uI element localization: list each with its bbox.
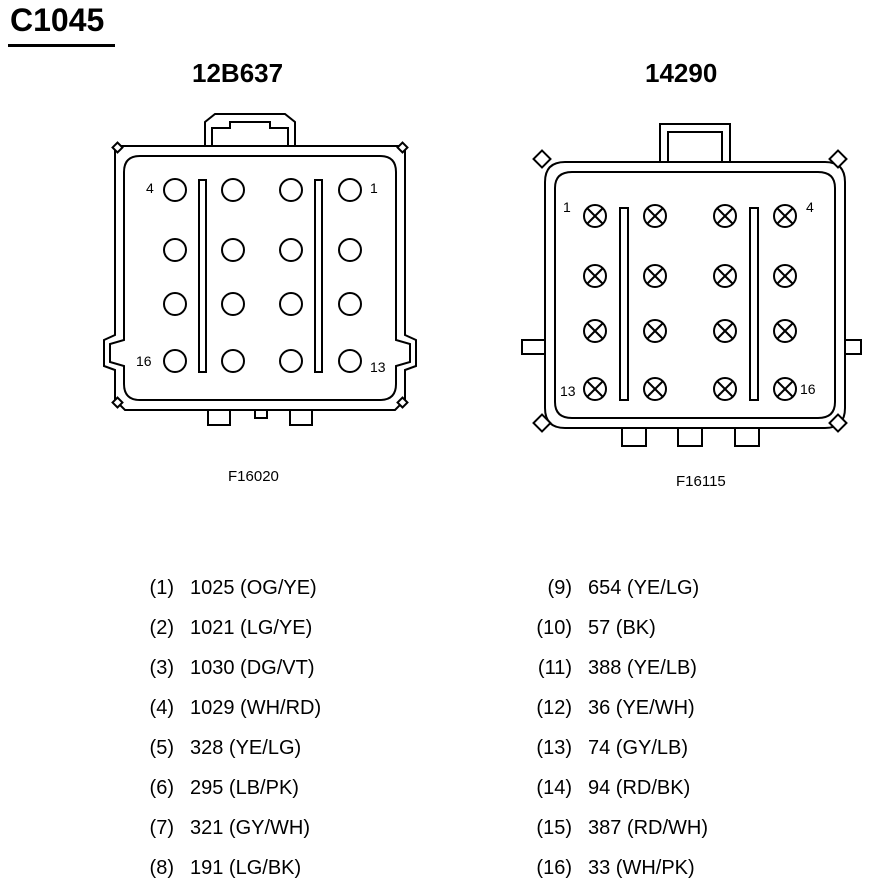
right-corner-label-bl: 13 bbox=[560, 383, 576, 399]
left-corner-label-tr: 1 bbox=[370, 180, 378, 196]
pin-terminal bbox=[643, 377, 667, 401]
pin-socket bbox=[221, 238, 245, 262]
left-figure-id: F16020 bbox=[228, 468, 279, 485]
right-corner-label-tr: 4 bbox=[806, 199, 814, 215]
pin-terminal bbox=[713, 377, 737, 401]
pin-terminal bbox=[643, 264, 667, 288]
pin-circuit: 1021 (LG/YE) bbox=[190, 617, 313, 639]
pin-terminal bbox=[713, 204, 737, 228]
pin-number: (4) bbox=[149, 697, 174, 719]
pin-number: (10) bbox=[536, 617, 572, 639]
pin-socket bbox=[279, 349, 303, 373]
left-connector-pins bbox=[163, 178, 362, 373]
pin-circuit: 1025 (OG/YE) bbox=[190, 577, 317, 599]
pin-terminal bbox=[583, 377, 607, 401]
pin-number: (7) bbox=[149, 817, 174, 839]
pin-circuit: 191 (LG/BK) bbox=[190, 857, 302, 879]
pin-terminal bbox=[713, 319, 737, 343]
pin-terminal bbox=[773, 377, 797, 401]
right-corner-label-tl: 1 bbox=[563, 199, 571, 215]
pin-circuit: 1029 (WH/RD) bbox=[190, 697, 322, 719]
pin-terminal bbox=[583, 204, 607, 228]
pin-number: (11) bbox=[537, 657, 572, 679]
pin-socket bbox=[338, 292, 362, 316]
pin-socket bbox=[221, 292, 245, 316]
title-underline bbox=[8, 44, 115, 47]
pin-socket bbox=[221, 349, 245, 373]
connector-diagrams: 4 1 16 13 1 4 13 16 bbox=[103, 113, 862, 447]
pin-number: (16) bbox=[536, 857, 572, 879]
pin-circuit: 36 (YE/WH) bbox=[588, 697, 695, 719]
pin-socket bbox=[163, 238, 187, 262]
right-connector-pins bbox=[583, 204, 797, 401]
pin-number: (15) bbox=[536, 817, 572, 839]
pin-circuit: 33 (WH/PK) bbox=[588, 857, 695, 879]
pin-number: (6) bbox=[149, 777, 174, 799]
left-corner-label-bl: 16 bbox=[136, 353, 152, 369]
right-figure-id: F16115 bbox=[676, 473, 726, 490]
pin-number: (2) bbox=[149, 617, 174, 639]
pin-circuit: 57 (BK) bbox=[588, 617, 656, 639]
pin-circuit: 94 (RD/BK) bbox=[588, 777, 691, 799]
pin-circuit: 1030 (DG/VT) bbox=[190, 657, 315, 679]
pin-terminal bbox=[643, 319, 667, 343]
pin-number: (8) bbox=[149, 857, 174, 879]
pin-socket bbox=[163, 292, 187, 316]
pin-circuit: 295 (LB/PK) bbox=[190, 777, 299, 799]
pin-circuit: 321 (GY/WH) bbox=[190, 817, 311, 839]
pin-socket bbox=[338, 238, 362, 262]
right-connector-face bbox=[521, 123, 862, 447]
pin-socket bbox=[221, 178, 245, 202]
pin-number: (12) bbox=[536, 697, 572, 719]
pin-terminal bbox=[773, 204, 797, 228]
pin-terminal bbox=[583, 264, 607, 288]
left-connector-face bbox=[103, 113, 417, 426]
pin-circuit: 654 (YE/LG) bbox=[588, 577, 700, 599]
pin-circuit: 74 (GY/LB) bbox=[588, 737, 689, 759]
pin-circuit: 388 (YE/LB) bbox=[588, 657, 697, 679]
pin-terminal bbox=[583, 319, 607, 343]
pin-socket bbox=[338, 349, 362, 373]
pin-terminal bbox=[773, 264, 797, 288]
left-corner-label-br: 13 bbox=[370, 359, 386, 375]
pin-socket bbox=[279, 178, 303, 202]
pin-number: (13) bbox=[536, 737, 572, 759]
pin-terminal bbox=[773, 319, 797, 343]
pin-circuit: 387 (RD/WH) bbox=[588, 817, 709, 839]
connector-title: C1045 bbox=[10, 2, 105, 38]
pin-terminal bbox=[713, 264, 737, 288]
left-corner-label-tl: 4 bbox=[146, 180, 154, 196]
pin-terminal bbox=[643, 204, 667, 228]
pin-number: (5) bbox=[149, 737, 174, 759]
right-corner-label-br: 16 bbox=[800, 381, 816, 397]
left-connector-name: 12B637 bbox=[192, 58, 284, 88]
pin-number: (9) bbox=[547, 577, 572, 599]
pin-circuit: 328 (YE/LG) bbox=[190, 737, 302, 759]
pin-socket bbox=[279, 238, 303, 262]
pin-socket bbox=[163, 349, 187, 373]
pin-socket bbox=[338, 178, 362, 202]
pin-number: (1) bbox=[149, 577, 174, 599]
pin-socket bbox=[279, 292, 303, 316]
right-connector-name: 14290 bbox=[645, 58, 718, 88]
pin-number: (14) bbox=[536, 777, 572, 799]
pin-socket bbox=[163, 178, 187, 202]
pin-number: (3) bbox=[149, 657, 174, 679]
